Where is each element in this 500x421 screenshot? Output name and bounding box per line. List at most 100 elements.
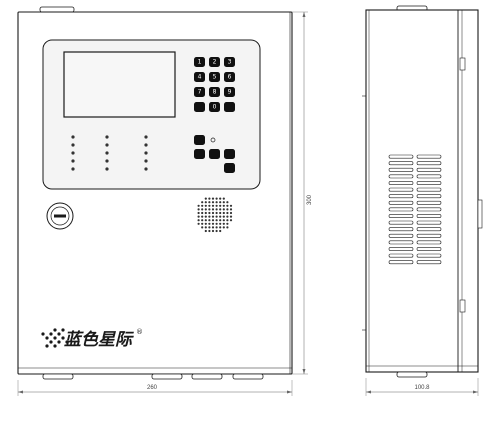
speaker-hole (219, 219, 222, 222)
nav-key[interactable] (224, 163, 235, 173)
speaker-hole (208, 222, 211, 225)
logo-dot (45, 344, 49, 348)
keypad-key-cap (224, 72, 235, 82)
keypad-key-label: 3 (228, 59, 232, 66)
top-mount-tab (39, 6, 75, 13)
logo-dot (45, 336, 49, 340)
speaker-hole (211, 211, 215, 215)
speaker-hole (215, 219, 218, 222)
indicator-led (144, 151, 148, 155)
speaker-hole (211, 197, 215, 200)
speaker-hole (219, 208, 222, 211)
speaker-hole (222, 219, 225, 222)
speaker-hole (201, 226, 204, 229)
keypad-key[interactable]: 4 (194, 72, 205, 82)
speaker-hole (229, 211, 233, 215)
speaker-hole (204, 222, 207, 225)
depth-arrow-right (473, 390, 478, 394)
speaker-hole (222, 226, 225, 229)
keypad-key-cap (209, 87, 220, 97)
speaker-hole (201, 201, 204, 204)
keypad-key[interactable]: 5 (209, 72, 220, 82)
speaker-hole (226, 208, 229, 211)
indicator-led (71, 159, 75, 163)
speaker-hole (208, 208, 211, 211)
keypad-key[interactable]: 9 (224, 87, 235, 97)
vent-slot (416, 233, 442, 238)
speaker-hole (211, 229, 215, 233)
speaker-hole (222, 197, 225, 200)
keypad-key[interactable]: 6 (224, 72, 235, 82)
speaker-hole (215, 229, 218, 233)
bottom-foot-4 (232, 373, 264, 380)
speaker-hole (204, 229, 207, 233)
keypad-key[interactable]: 1 (194, 57, 205, 67)
registered-mark: ® (136, 328, 143, 336)
logo-dot (49, 340, 53, 344)
speaker-hole (211, 201, 215, 204)
vent-slot (388, 233, 414, 238)
nav-key[interactable] (194, 135, 205, 145)
speaker-hole (229, 219, 233, 222)
logo-dot (41, 332, 45, 336)
logo-dot (53, 328, 57, 332)
lcd-screen (63, 51, 176, 118)
keypad-key[interactable]: 7 (194, 87, 205, 97)
indicator-led (144, 159, 148, 163)
nav-key-cap (194, 135, 205, 145)
speaker-hole (204, 208, 207, 211)
keypad-key[interactable] (224, 102, 235, 112)
key-switch[interactable] (46, 202, 74, 230)
speaker-hole (219, 215, 222, 218)
keypad-key[interactable]: 8 (209, 87, 220, 97)
keypad-key-label: 1 (198, 59, 202, 66)
vent-slot (388, 187, 414, 192)
keypad-key[interactable]: 3 (224, 57, 235, 67)
speaker-hole (219, 204, 222, 207)
indicator-led (144, 135, 148, 139)
speaker-hole (222, 208, 225, 211)
depth-arrow-left (366, 390, 371, 394)
speaker-hole (226, 222, 229, 225)
vent-slot (388, 214, 414, 218)
vent-slot (388, 227, 414, 232)
speaker-hole (222, 211, 225, 215)
indicator-led (71, 151, 75, 155)
speaker-hole (204, 204, 207, 207)
nav-key[interactable] (209, 149, 220, 159)
side-hinge-bottom (459, 299, 466, 313)
speaker-hole (211, 208, 215, 211)
speaker-hole (229, 208, 233, 211)
keypad-key[interactable]: 2 (209, 57, 220, 67)
height-arrow-top (302, 12, 306, 17)
keypad-key-label: 0 (213, 104, 217, 111)
vent-slot (416, 154, 442, 159)
nav-key-cap (224, 163, 235, 173)
keypad-key-label: 5 (213, 74, 217, 81)
speaker-hole (215, 201, 218, 204)
speaker-hole (201, 211, 204, 215)
vent-slot (388, 207, 414, 212)
nav-key[interactable] (224, 149, 235, 159)
vent-slot (388, 174, 414, 179)
speaker-hole (215, 211, 218, 215)
vent-slot (416, 207, 442, 212)
keypad-key[interactable]: 0 (209, 102, 220, 112)
keypad-key-label: 2 (213, 59, 217, 66)
speaker-hole (211, 222, 215, 225)
vent-slot (416, 181, 442, 185)
speaker-hole (208, 226, 211, 229)
nav-key[interactable] (194, 149, 205, 159)
speaker-hole (208, 204, 211, 207)
status-led (210, 137, 216, 143)
nav-key-cap (194, 149, 205, 159)
speaker-hole (208, 197, 211, 200)
speaker-hole (222, 204, 225, 207)
speaker-hole (204, 219, 207, 222)
keypad-key[interactable] (194, 102, 205, 112)
speaker-hole (204, 215, 207, 218)
speaker-hole (226, 226, 229, 229)
brand-logo: 蓝色星际 ® (41, 328, 143, 350)
vent-slot (416, 200, 442, 205)
